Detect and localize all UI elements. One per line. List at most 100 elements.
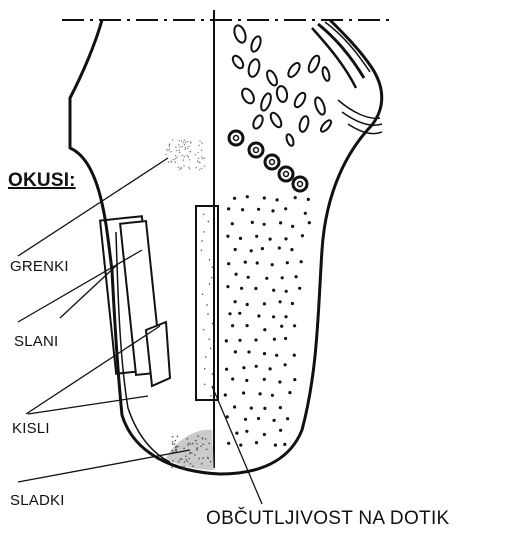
papilla-dot	[307, 198, 310, 201]
papilla-dot	[291, 302, 294, 305]
papilla-dot	[245, 430, 248, 433]
label-salty: SLANI	[14, 333, 58, 350]
speckle-dot	[182, 146, 183, 147]
fungiform-papillae	[224, 195, 311, 447]
speckle-dot	[170, 151, 171, 152]
speckle-dot	[186, 155, 187, 156]
speckle-dot	[201, 168, 202, 169]
papilla-dot	[304, 212, 307, 215]
speckle-dot	[188, 146, 189, 147]
speckle-dot	[176, 150, 177, 151]
strip-dot	[212, 373, 213, 374]
papilla-dot	[294, 196, 297, 199]
strip-dot	[203, 214, 204, 215]
speckle-dot	[196, 167, 197, 168]
papilla-dot	[231, 222, 234, 225]
papilla-dot	[286, 417, 289, 420]
speckle-dot	[183, 159, 184, 160]
papilla-dot	[256, 261, 259, 264]
speckle-dot	[184, 156, 185, 157]
papilla-dot	[271, 394, 274, 397]
papilla-dot	[247, 276, 250, 279]
papilla-dot	[233, 405, 236, 408]
speckle-dot	[175, 162, 176, 163]
speckle-dot	[172, 436, 174, 438]
speckle-dot	[191, 452, 193, 454]
papilla-dot	[271, 209, 274, 212]
papilla-dot	[263, 378, 266, 381]
speckle-dot	[168, 162, 169, 163]
papilla-dot	[226, 285, 229, 288]
speckle-dot	[188, 156, 189, 157]
speckle-dot	[197, 435, 199, 437]
papilla-dot	[257, 208, 260, 211]
speckle-dot	[203, 443, 205, 445]
leader-sour-2	[28, 396, 148, 414]
papilla-dot	[263, 302, 266, 305]
speckle-dot	[188, 442, 190, 444]
papilla-dot	[278, 246, 281, 249]
speckle-dot	[186, 459, 188, 461]
touch-zone-texture	[201, 214, 214, 397]
speckle-dot	[179, 140, 180, 141]
papilla-dot	[284, 207, 287, 210]
speckle-dot	[172, 139, 173, 140]
speckle-dot	[175, 147, 176, 148]
speckle-dot	[181, 466, 183, 468]
speckle-dot	[184, 144, 185, 145]
speckle-dot	[185, 147, 186, 148]
papilla-dot	[235, 273, 238, 276]
speckle-dot	[185, 149, 186, 150]
papilla-dot	[272, 315, 275, 318]
papilla-dot	[301, 234, 304, 237]
papilla-dot	[293, 324, 296, 327]
label-sour: KISLI	[12, 420, 50, 437]
speckle-dot	[194, 454, 196, 456]
papilla-dot	[233, 197, 236, 200]
papilla-dot	[275, 354, 278, 357]
speckle-dot	[202, 438, 204, 440]
speckle-dot	[183, 448, 185, 450]
speckle-dot	[208, 443, 210, 445]
papilla-dot	[295, 275, 298, 278]
papilla-dot	[234, 248, 237, 251]
papilla-dot	[250, 407, 253, 410]
papilla-dot	[283, 443, 286, 446]
speckle-dot	[190, 443, 192, 445]
label-touch: OBČUTLJIVOST NA DOTIK	[206, 508, 450, 530]
speckle-dot	[174, 443, 176, 445]
speckle-dot	[172, 441, 174, 443]
papilla-dot	[231, 324, 234, 327]
strip-dot	[203, 329, 204, 330]
papilla-dot	[290, 248, 293, 251]
papilla-dot	[263, 223, 266, 226]
strip-dot	[209, 259, 210, 260]
foliate-papillae	[231, 24, 333, 147]
speckle-dot	[185, 455, 187, 457]
speckle-dot	[178, 144, 179, 145]
papilla-dot	[251, 221, 254, 224]
papilla-dot	[279, 406, 282, 409]
papilla-dot	[257, 417, 260, 420]
papilla-dot	[235, 432, 238, 435]
papilla-dot	[293, 378, 296, 381]
speckle-dot	[201, 150, 202, 151]
speckle-dot	[178, 167, 179, 168]
papilla-dot	[227, 262, 230, 265]
speckle-dot	[189, 159, 190, 160]
papilla-dot	[228, 312, 231, 315]
leader-sweet	[18, 450, 190, 482]
strip-dot	[201, 250, 202, 251]
papilla-dot	[239, 444, 242, 447]
speckle-dot	[186, 438, 188, 440]
speckle-dot	[179, 146, 180, 147]
strip-dot	[204, 384, 205, 385]
papilla-dot	[263, 407, 266, 410]
papilla-dot	[279, 221, 282, 224]
papilla-dot	[285, 290, 288, 293]
papilla-dot	[246, 303, 249, 306]
papilla-dot	[300, 260, 303, 263]
speckle-dot	[210, 461, 212, 463]
speckle-dot	[190, 463, 192, 465]
speckle-dot	[171, 467, 173, 469]
